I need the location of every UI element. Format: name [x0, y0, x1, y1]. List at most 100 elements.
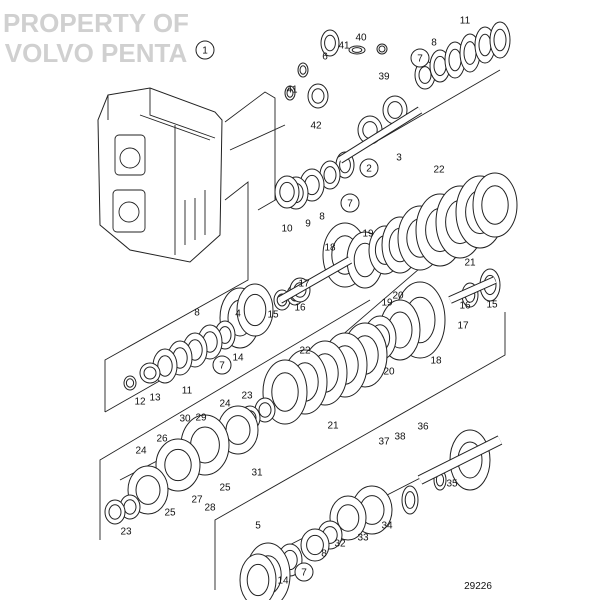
- part-label: 36: [417, 422, 429, 433]
- part-label: 22: [299, 346, 311, 357]
- part-label: 35: [446, 479, 458, 490]
- part-ring: [448, 48, 462, 72]
- part-label: 20: [383, 367, 395, 378]
- part-label: 32: [334, 539, 346, 550]
- part-ring: [463, 41, 477, 65]
- part-label: 37: [378, 437, 390, 448]
- callout-circle: [195, 40, 215, 60]
- part-ring: [143, 366, 157, 380]
- part-label: 7: [347, 199, 353, 210]
- part-label: 13: [149, 393, 161, 404]
- part-label: 19: [381, 298, 393, 309]
- part-label: 3: [396, 153, 402, 164]
- callout-circle: [340, 193, 360, 213]
- part-ring: [481, 185, 509, 225]
- part-label: 23: [241, 391, 253, 402]
- part-label: 6: [322, 52, 328, 63]
- part-ring: [306, 534, 324, 556]
- part-label: 5: [255, 521, 261, 532]
- part-label: 1: [202, 46, 208, 57]
- part-label: 7: [301, 568, 307, 579]
- part-label: 7: [417, 54, 423, 65]
- part-ring: [404, 491, 416, 509]
- shaft: [338, 107, 422, 163]
- part-label: 8: [319, 212, 325, 223]
- watermark: PROPERTY OF VOLVO PENTA: [3, 8, 189, 68]
- watermark-line-1: PROPERTY OF: [3, 8, 189, 38]
- part-label: 18: [324, 243, 336, 254]
- gearbox-housing: [97, 87, 223, 263]
- part-label: 17: [298, 279, 310, 290]
- part-label: 27: [191, 495, 203, 506]
- callout-circle: [359, 158, 379, 178]
- part-ring: [279, 181, 295, 203]
- part-ring: [164, 448, 192, 482]
- part-label: 34: [381, 521, 393, 532]
- shaft: [448, 277, 497, 303]
- part-label: 8: [431, 38, 437, 49]
- part-ring: [246, 563, 270, 597]
- part-ring: [108, 504, 122, 520]
- part-label: 25: [164, 508, 176, 519]
- part-ring: [433, 55, 447, 77]
- part-ring: [418, 66, 432, 84]
- callout-circle: [410, 48, 430, 68]
- part-label: 40: [355, 33, 367, 44]
- part-ring: [286, 88, 294, 98]
- part-label: 41: [338, 41, 350, 52]
- part-ring: [243, 293, 267, 327]
- watermark-line-2: VOLVO PENTA: [5, 38, 188, 68]
- part-label: 11: [460, 16, 471, 27]
- part-label: 25: [219, 483, 231, 494]
- part-label: 9: [305, 219, 311, 230]
- part-label: 24: [135, 446, 147, 457]
- part-label: 8: [194, 308, 200, 319]
- part-ring: [323, 166, 337, 184]
- part-ring: [336, 504, 360, 532]
- part-label: 10: [281, 224, 293, 235]
- part-ring: [258, 402, 272, 418]
- part-label: 16: [294, 303, 306, 314]
- part-label: 15: [486, 300, 498, 311]
- part-label: 12: [134, 397, 146, 408]
- part-label: 2: [366, 164, 372, 175]
- part-label: 23: [120, 527, 132, 538]
- callout-circle: [294, 562, 314, 582]
- part-ring: [311, 88, 325, 104]
- part-label: 4: [235, 309, 241, 320]
- part-label: 29: [195, 413, 207, 424]
- part-label: 11: [182, 386, 193, 397]
- part-label: 33: [357, 533, 369, 544]
- callout-circle: [212, 355, 232, 375]
- part-ring: [299, 65, 307, 75]
- part-label: 19: [362, 229, 374, 240]
- part-ring: [351, 47, 363, 53]
- part-label: 31: [251, 468, 263, 479]
- part-label: 39: [378, 72, 390, 83]
- part-label: 17: [457, 321, 469, 332]
- shaft: [418, 436, 502, 484]
- part-label: 8: [321, 549, 327, 560]
- part-label: 21: [327, 421, 339, 432]
- part-label: 24: [219, 399, 231, 410]
- part-ring: [125, 378, 135, 388]
- part-ring: [378, 45, 386, 53]
- part-label: 14: [232, 353, 244, 364]
- part-label: 15: [267, 310, 279, 321]
- part-ring: [493, 28, 507, 52]
- part-label: 16: [459, 301, 471, 312]
- part-ring: [225, 415, 251, 445]
- part-ring: [324, 34, 336, 52]
- part-label: 30: [179, 414, 191, 425]
- part-label: 26: [156, 434, 168, 445]
- part-label: 21: [464, 258, 476, 269]
- part-label: 22: [433, 165, 445, 176]
- part-label: 20: [392, 291, 404, 302]
- part-ring: [271, 372, 299, 412]
- drawing-number: 29226: [464, 581, 492, 592]
- part-ring: [387, 101, 403, 119]
- part-label: 41: [286, 85, 298, 96]
- part-ring: [135, 475, 161, 505]
